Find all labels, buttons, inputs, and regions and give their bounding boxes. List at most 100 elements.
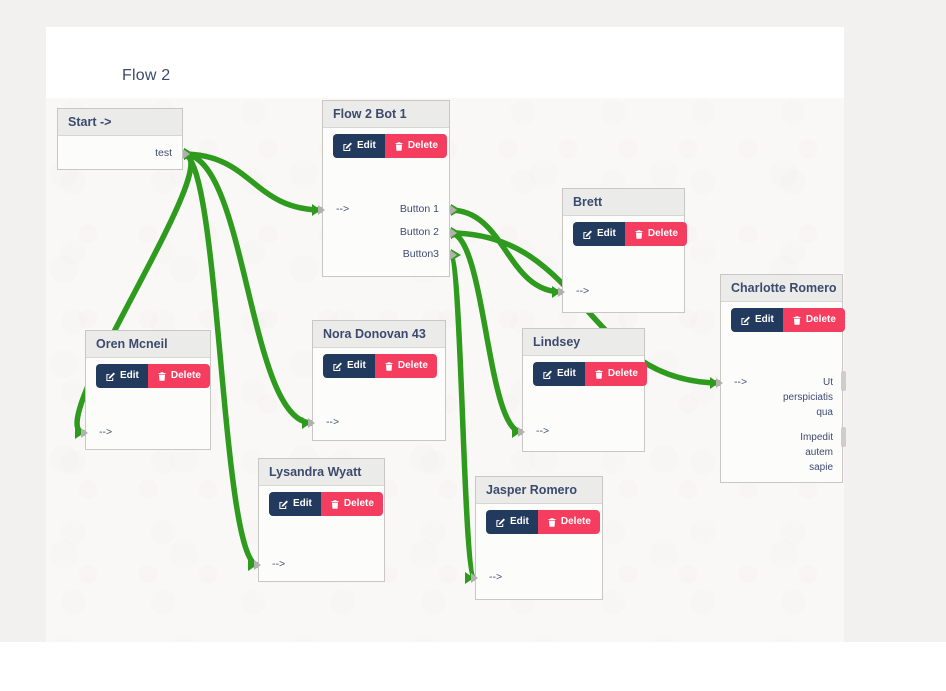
edit-button[interactable]: Edit	[573, 222, 625, 246]
input-port[interactable]	[558, 287, 565, 297]
input-port[interactable]	[308, 418, 315, 428]
delete-button[interactable]: Delete	[147, 364, 210, 388]
delete-button-label: Delete	[560, 516, 591, 527]
edit-icon	[741, 316, 750, 325]
edit-button[interactable]: Edit	[333, 134, 385, 158]
edit-button[interactable]: Edit	[486, 510, 538, 534]
wire-target-arrow	[248, 559, 257, 571]
node-title: Nora Donovan 43	[323, 327, 426, 341]
output-port[interactable]	[450, 205, 457, 215]
node-actions: Edit Delete	[323, 354, 437, 378]
wire-target-arrow	[710, 377, 719, 389]
node-header[interactable]: Lindsey	[523, 329, 644, 356]
output-text-block: Ut perspiciatis qua	[782, 377, 833, 418]
edit-icon	[343, 142, 352, 151]
node-header[interactable]: Nora Donovan 43	[313, 321, 445, 348]
node-actions: Edit Delete	[269, 492, 383, 516]
delete-button-label: Delete	[397, 360, 428, 371]
edit-icon	[583, 230, 592, 239]
delete-button[interactable]: Delete	[537, 510, 600, 534]
node-header[interactable]: Oren Mcneil	[86, 331, 210, 358]
node-header[interactable]: Jasper Romero	[476, 477, 602, 504]
edit-button-label: Edit	[120, 370, 139, 381]
output-port-label: test	[155, 147, 172, 159]
delete-button[interactable]: Delete	[624, 222, 687, 246]
delete-button-label: Delete	[407, 140, 438, 151]
input-port-label: -->	[326, 416, 340, 428]
delete-button[interactable]: Delete	[782, 308, 845, 332]
node-actions: Edit Delete	[533, 362, 647, 386]
node-title: Flow 2 Bot 1	[333, 107, 407, 121]
wire-target-arrow	[312, 204, 321, 216]
delete-button[interactable]: Delete	[384, 134, 447, 158]
node-header[interactable]: Start ->	[58, 109, 182, 136]
wire-target-arrow	[465, 572, 474, 584]
connection-start-flow2bot1[interactable]	[180, 151, 325, 213]
input-port[interactable]	[81, 428, 88, 438]
node-actions: Edit Delete	[96, 364, 210, 388]
edit-button[interactable]: Edit	[269, 492, 321, 516]
edit-button-label: Edit	[597, 228, 616, 239]
input-port[interactable]	[318, 205, 325, 215]
delete-button[interactable]: Delete	[374, 354, 437, 378]
output-port[interactable]	[183, 149, 190, 159]
input-port[interactable]	[254, 560, 261, 570]
edit-button[interactable]: Edit	[96, 364, 148, 388]
output-text-block: Impedit autem sapie	[800, 432, 833, 473]
output-port[interactable]	[450, 250, 457, 260]
node-header[interactable]: Brett	[563, 189, 684, 216]
connection-flow2bot1-lindsey[interactable]	[447, 230, 525, 435]
edit-button[interactable]: Edit	[731, 308, 783, 332]
input-port[interactable]	[518, 427, 525, 437]
wire-target-arrow	[75, 427, 84, 439]
edit-button-label: Edit	[557, 368, 576, 379]
node-title: Lysandra Wyatt	[269, 465, 362, 479]
trash-icon	[385, 361, 393, 371]
edit-button-label: Edit	[293, 498, 312, 509]
node-header[interactable]: Lysandra Wyatt	[259, 459, 384, 486]
input-port-label: -->	[734, 376, 748, 388]
wire-target-arrow	[302, 417, 311, 429]
trash-icon	[331, 499, 339, 509]
delete-button[interactable]: Delete	[320, 492, 383, 516]
connection-flow2bot1-jasper[interactable]	[447, 252, 478, 581]
input-port[interactable]	[471, 573, 478, 583]
node-header[interactable]: Flow 2 Bot 1	[323, 101, 449, 128]
node-title: Start ->	[68, 115, 112, 129]
node-header[interactable]: Charlotte Romero	[721, 275, 842, 302]
edit-button[interactable]: Edit	[533, 362, 585, 386]
edit-icon	[279, 500, 288, 509]
connection-start-oren[interactable]	[74, 151, 194, 436]
connection-start-lysandra[interactable]	[180, 151, 261, 568]
edit-button[interactable]: Edit	[323, 354, 375, 378]
input-port-label: -->	[576, 285, 590, 297]
trash-icon	[635, 229, 643, 239]
delete-button[interactable]: Delete	[584, 362, 647, 386]
trash-icon	[548, 517, 556, 527]
node-nora[interactable]: Nora Donovan 43 Edit Delete -->	[308, 320, 446, 441]
edit-icon	[496, 518, 505, 527]
output-port-bar[interactable]	[841, 427, 846, 447]
header-card: Flow 2	[46, 27, 844, 98]
output-port-bar[interactable]	[841, 371, 846, 391]
edit-button-label: Edit	[357, 140, 376, 151]
output-port-label: Button3	[402, 248, 439, 260]
output-port-label: Button 2	[399, 226, 439, 238]
connection-start-nora[interactable]	[180, 151, 315, 426]
wire-target-arrow	[512, 426, 521, 438]
delete-button-label: Delete	[170, 370, 201, 381]
connection-flow2bot1-brett[interactable]	[447, 207, 565, 295]
node-actions: Edit Delete	[333, 134, 447, 158]
node-start[interactable]: Start -> test	[57, 108, 190, 170]
delete-button-label: Delete	[647, 228, 678, 239]
output-port[interactable]	[450, 228, 457, 238]
input-port[interactable]	[716, 378, 723, 388]
